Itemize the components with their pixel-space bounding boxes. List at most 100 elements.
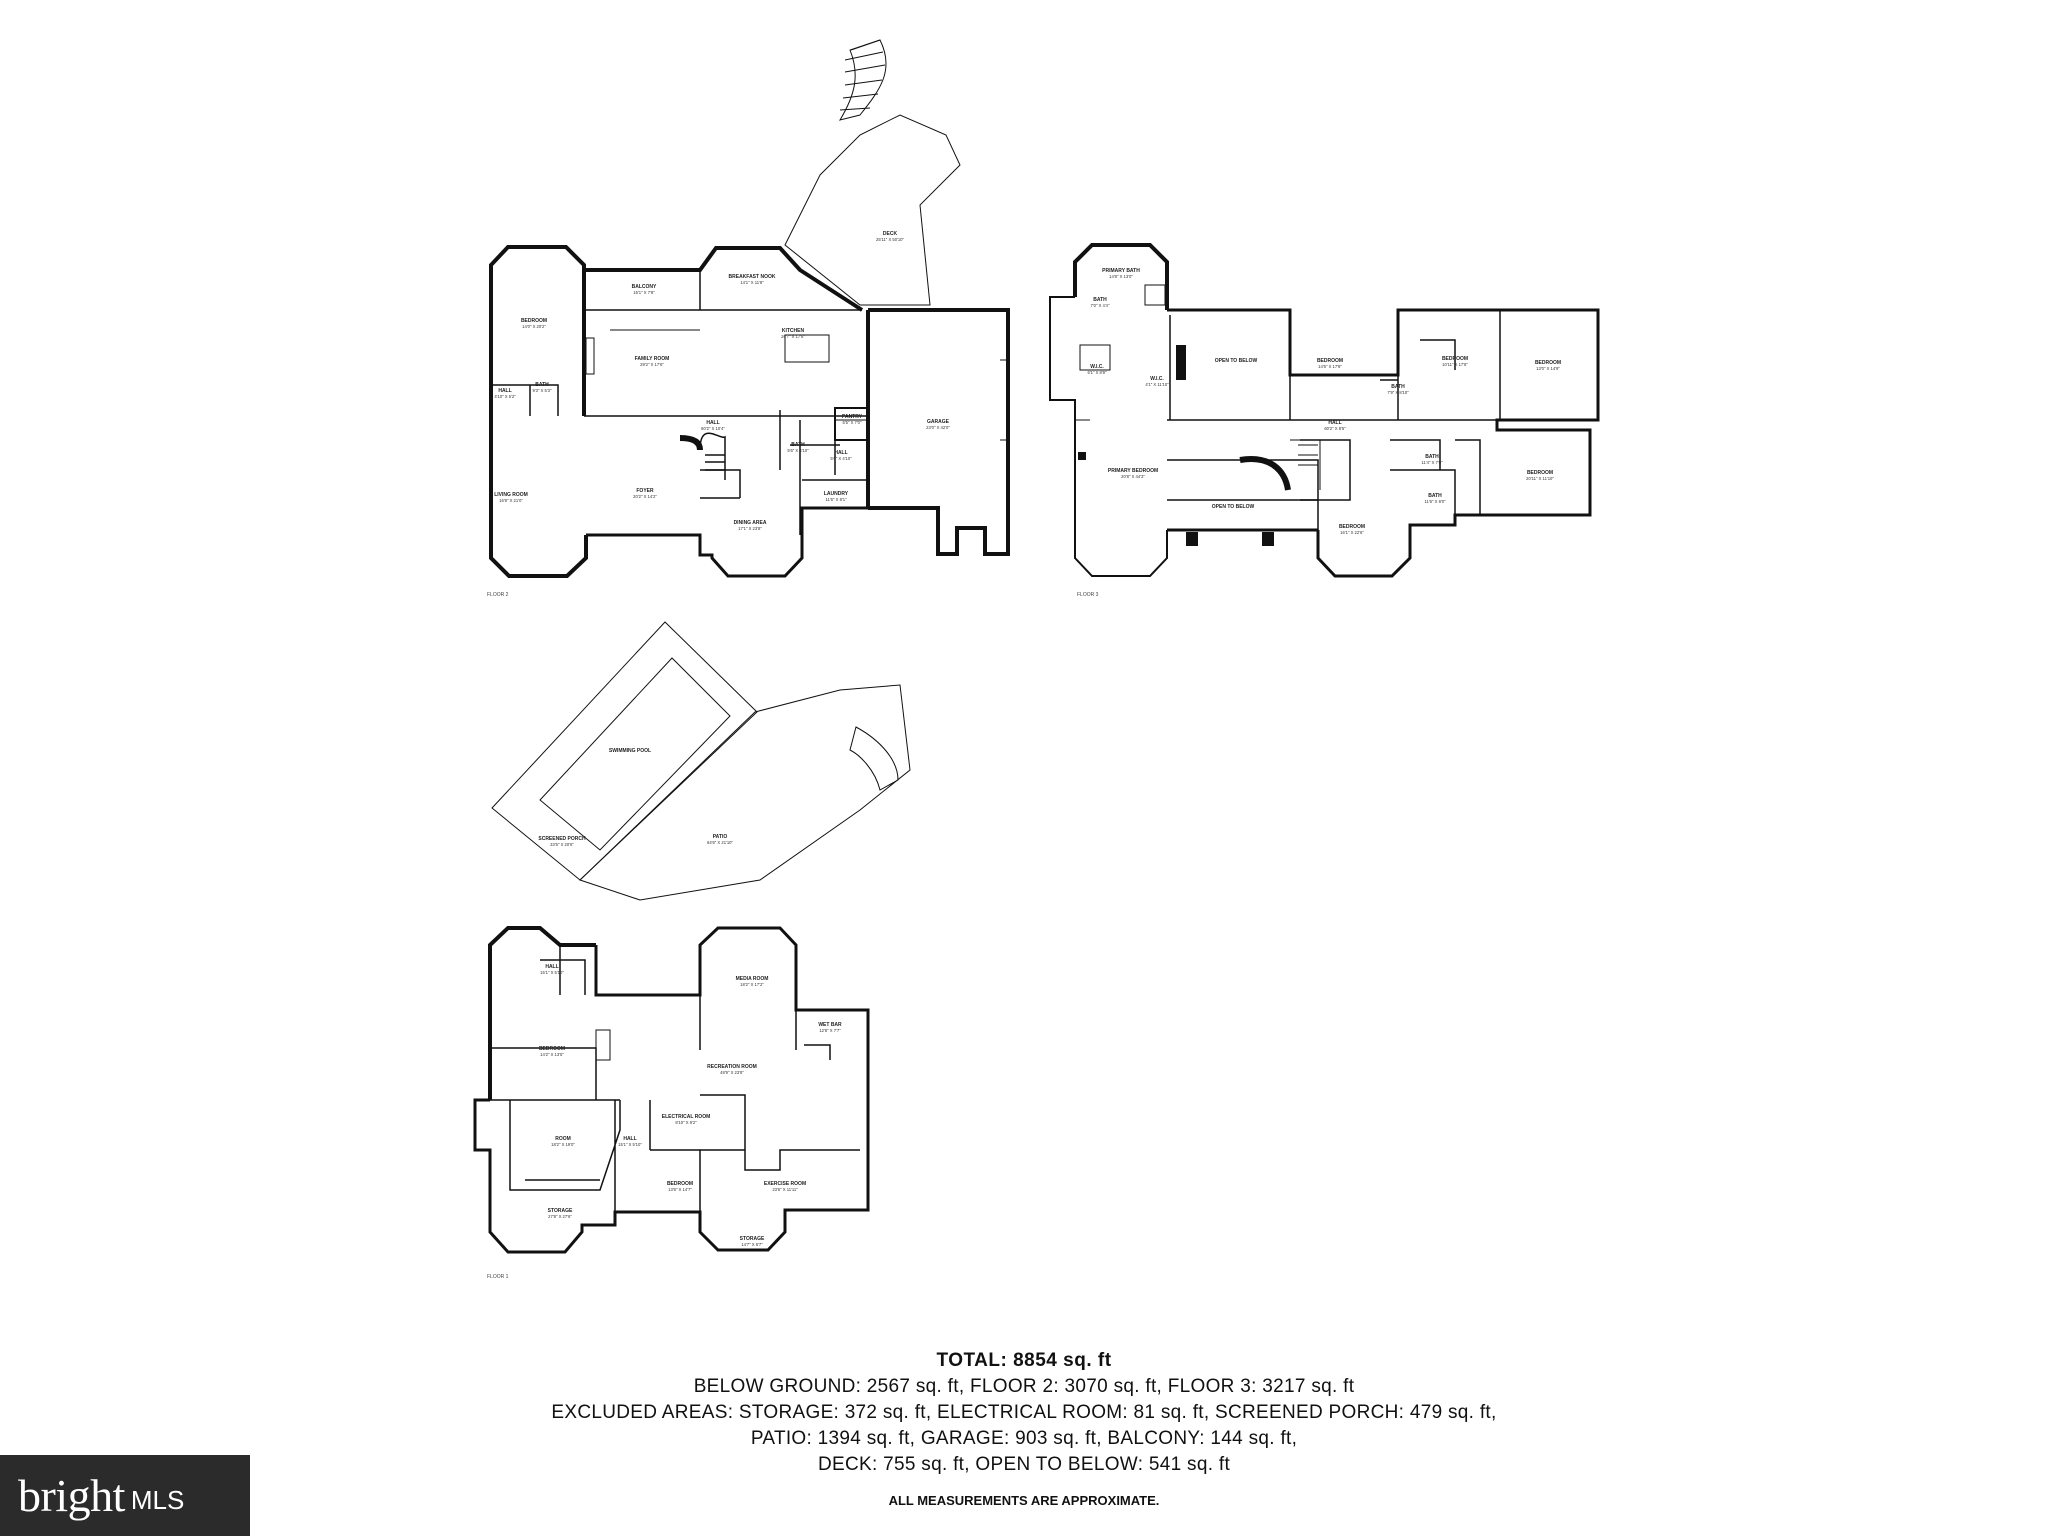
room-name: DINING AREA bbox=[734, 520, 767, 526]
room-name: BEDROOM bbox=[1317, 358, 1343, 364]
room-name: BATH bbox=[1391, 384, 1405, 390]
room-dimensions: 14'1" X 11'8" bbox=[740, 280, 764, 285]
room-dimensions: 4'1" X 11'10" bbox=[1145, 382, 1169, 387]
room-dimensions: 20'11" X 11'10" bbox=[1526, 476, 1554, 481]
approximation-note: ALL MEASUREMENTS ARE APPROXIMATE. bbox=[888, 1493, 1160, 1508]
room-name: BEDROOM bbox=[667, 1181, 693, 1187]
room-dimensions: 10'11" X 17'8" bbox=[1442, 362, 1468, 367]
room-dimensions: 23'0" X 42'0" bbox=[926, 425, 950, 430]
room-dimensions: 60'2" X 10'4" bbox=[701, 426, 725, 431]
room-name: BATH bbox=[791, 442, 805, 448]
room-name: LAUNDRY bbox=[824, 491, 849, 497]
room-dimensions: 14'5" X 17'8" bbox=[1318, 364, 1342, 369]
room-name: BALCONY bbox=[632, 284, 657, 290]
room-name: DECK bbox=[883, 231, 898, 237]
floor-3-label: FLOOR 3 bbox=[1077, 592, 1099, 598]
area-breakdown-line-2: EXCLUDED AREAS: STORAGE: 372 sq. ft, ELE… bbox=[551, 1402, 1497, 1423]
room-dimensions: 33'5" X 20'6" bbox=[550, 842, 574, 847]
room-dimensions: 7'0" X 4'4" bbox=[1090, 303, 1110, 308]
room-dimensions: 11'4" X 7'0" bbox=[1421, 460, 1443, 465]
area-summary: TOTAL: 8854 sq. ft BELOW GROUND: 2567 sq… bbox=[0, 1350, 2048, 1508]
area-breakdown-line-4: DECK: 755 sq. ft, OPEN TO BELOW: 541 sq.… bbox=[817, 1454, 1231, 1475]
room-name: HALL bbox=[706, 420, 719, 426]
room-dimensions: 25'11" X 50'10" bbox=[876, 237, 905, 242]
room-name: HALL bbox=[1328, 420, 1341, 426]
room-dimensions: 15'1" X 5'10" bbox=[540, 970, 564, 975]
room-name: EXERCISE ROOM bbox=[764, 1181, 806, 1187]
room-name: HALL bbox=[834, 450, 847, 456]
room-name: PRIMARY BATH bbox=[1102, 268, 1140, 274]
room-name: PANTRY bbox=[842, 414, 863, 420]
room-name: SWIMMING POOL bbox=[609, 748, 651, 754]
room-dimensions: 17'1" X 23'8" bbox=[738, 526, 762, 531]
room-name: PRIMARY BEDROOM bbox=[1108, 468, 1158, 474]
room-name: MEDIA ROOM bbox=[736, 976, 769, 982]
room-dimensions: 18'2" X 17'2" bbox=[740, 982, 764, 987]
room-dimensions: 15'1" X 7'8" bbox=[633, 290, 655, 295]
room-name: KITCHEN bbox=[782, 328, 805, 334]
room-dimensions: 20'8" X 44'3" bbox=[1121, 474, 1145, 479]
room-dimensions: 60'2" X 8'5" bbox=[1324, 426, 1346, 431]
room-dimensions: 18'2" X 19'0" bbox=[551, 1142, 575, 1147]
room-dimensions: 8'10" X 9'2" bbox=[675, 1120, 697, 1125]
room-name: HALL bbox=[545, 964, 558, 970]
room-name: W.I.C. bbox=[1090, 364, 1104, 370]
room-dimensions: 16'1" X 22'6" bbox=[1340, 530, 1364, 535]
room-dimensions: 5'6" X 4'10" bbox=[787, 448, 809, 453]
room-name: BREAKFAST NOOK bbox=[729, 274, 776, 280]
room-name: PATIO bbox=[713, 834, 728, 840]
room-dimensions: 20'2" X 14'2" bbox=[633, 494, 657, 499]
room-name: BEDROOM bbox=[1339, 524, 1365, 530]
room-name: SCREENED PORCH bbox=[538, 836, 586, 842]
room-name: BEDROOM bbox=[539, 1046, 565, 1052]
room-dimensions: 64'6" X 21'10" bbox=[707, 840, 734, 845]
room-name: FOYER bbox=[636, 488, 654, 494]
room-dimensions: 14'7" X 6'7" bbox=[741, 1242, 763, 1247]
floor-2-plan bbox=[489, 39, 1010, 578]
room-name: RECREATION ROOM bbox=[707, 1064, 757, 1070]
floor-2-label: FLOOR 2 bbox=[487, 592, 509, 598]
room-dimensions: 6'1" X 8'9" bbox=[1087, 370, 1107, 375]
room-name: BEDROOM bbox=[521, 318, 547, 324]
area-breakdown-line-1: BELOW GROUND: 2567 sq. ft, FLOOR 2: 3070… bbox=[693, 1376, 1355, 1397]
room-dimensions: 16'8" X 21'0" bbox=[499, 498, 523, 503]
room-name: OPEN TO BELOW bbox=[1215, 358, 1258, 364]
room-name: FAMILY ROOM bbox=[635, 356, 670, 362]
floor-1-plan bbox=[473, 621, 911, 1254]
room-name: GARAGE bbox=[927, 419, 950, 425]
total-area: TOTAL: 8854 sq. ft bbox=[936, 1350, 1112, 1371]
room-name: HALL bbox=[623, 1136, 636, 1142]
floor-1-label: FLOOR 1 bbox=[487, 1274, 509, 1280]
room-dimensions: 26'7" X 17'6" bbox=[781, 334, 805, 339]
room-dimensions: 5'5" X 7'0" bbox=[842, 420, 862, 425]
room-dimensions: 9'3" X 5'3" bbox=[532, 388, 552, 393]
room-name: ROOM bbox=[555, 1136, 571, 1142]
room-dimensions: 14'2" X 13'5" bbox=[540, 1052, 564, 1057]
room-dimensions: 27'8" X 27'6" bbox=[548, 1214, 572, 1219]
room-dimensions: 14'0" X 20'2" bbox=[522, 324, 546, 329]
room-name: ELECTRICAL ROOM bbox=[662, 1114, 711, 1120]
room-name: HALL bbox=[498, 388, 511, 394]
room-dimensions: 48'9" X 23'8" bbox=[720, 1070, 744, 1075]
room-name: LIVING ROOM bbox=[494, 492, 528, 498]
room-dimensions: 4'10" X 5'2" bbox=[494, 394, 516, 399]
room-dimensions: 15'1" X 5'10" bbox=[618, 1142, 642, 1147]
room-dimensions: 23'6" X 11'11" bbox=[772, 1187, 798, 1192]
room-name: STORAGE bbox=[548, 1208, 573, 1214]
room-dimensions: 13'6" X 14'7" bbox=[668, 1187, 692, 1192]
room-name: BEDROOM bbox=[1442, 356, 1468, 362]
room-name: BEDROOM bbox=[1527, 470, 1553, 476]
room-dimensions: 13'0" X 14'9" bbox=[1536, 366, 1560, 371]
room-dimensions: 11'6" X 8'1" bbox=[825, 497, 847, 502]
room-dimensions: 14'8" X 13'0" bbox=[1109, 274, 1133, 279]
room-dimensions: 7'9" X 8'10" bbox=[1387, 390, 1409, 395]
room-dimensions: 29'2" X 17'6" bbox=[640, 362, 664, 367]
room-name: BEDROOM bbox=[1535, 360, 1561, 366]
room-name: STORAGE bbox=[740, 1236, 765, 1242]
bright-mls-logo: bright MLS bbox=[0, 1455, 250, 1536]
floor-3-plan bbox=[1049, 243, 1600, 578]
logo-mls-text: MLS bbox=[130, 1485, 185, 1515]
room-name: W.I.C. bbox=[1150, 376, 1164, 382]
